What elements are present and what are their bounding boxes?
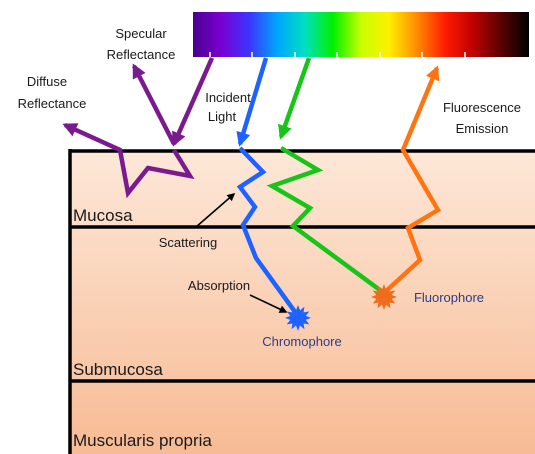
absorption-label: Absorption (188, 278, 250, 293)
scattering-label: Scattering (159, 235, 218, 250)
fluorophore-label: Fluorophore (414, 290, 484, 305)
excitation-light-arrow (281, 58, 309, 137)
diffuse-reflectance-label-line1: Diffuse (27, 74, 67, 89)
chromophore-label: Chromophore (262, 334, 342, 349)
incident-light-label-line1: Incident (205, 90, 251, 105)
layer-submucosa-label: Submucosa (73, 360, 163, 379)
diffuse-reflectance-label-line2: Reflectance (18, 96, 87, 111)
fluorescence-emission-label-line2: Emission (456, 121, 509, 136)
specular-reflectance-label-line2: Reflectance (107, 47, 176, 62)
layer-muscularis-label: Muscularis propria (73, 431, 212, 450)
layer-mucosa-label: Mucosa (73, 206, 133, 225)
incident-light-label-line2: Light (208, 109, 237, 124)
fluorescence-emission-label-line1: Fluorescence (443, 100, 521, 115)
spectrum-bar (193, 12, 529, 57)
specular-reflectance-label-line1: Specular (115, 26, 167, 41)
specular-reflected-arrow (134, 66, 174, 144)
